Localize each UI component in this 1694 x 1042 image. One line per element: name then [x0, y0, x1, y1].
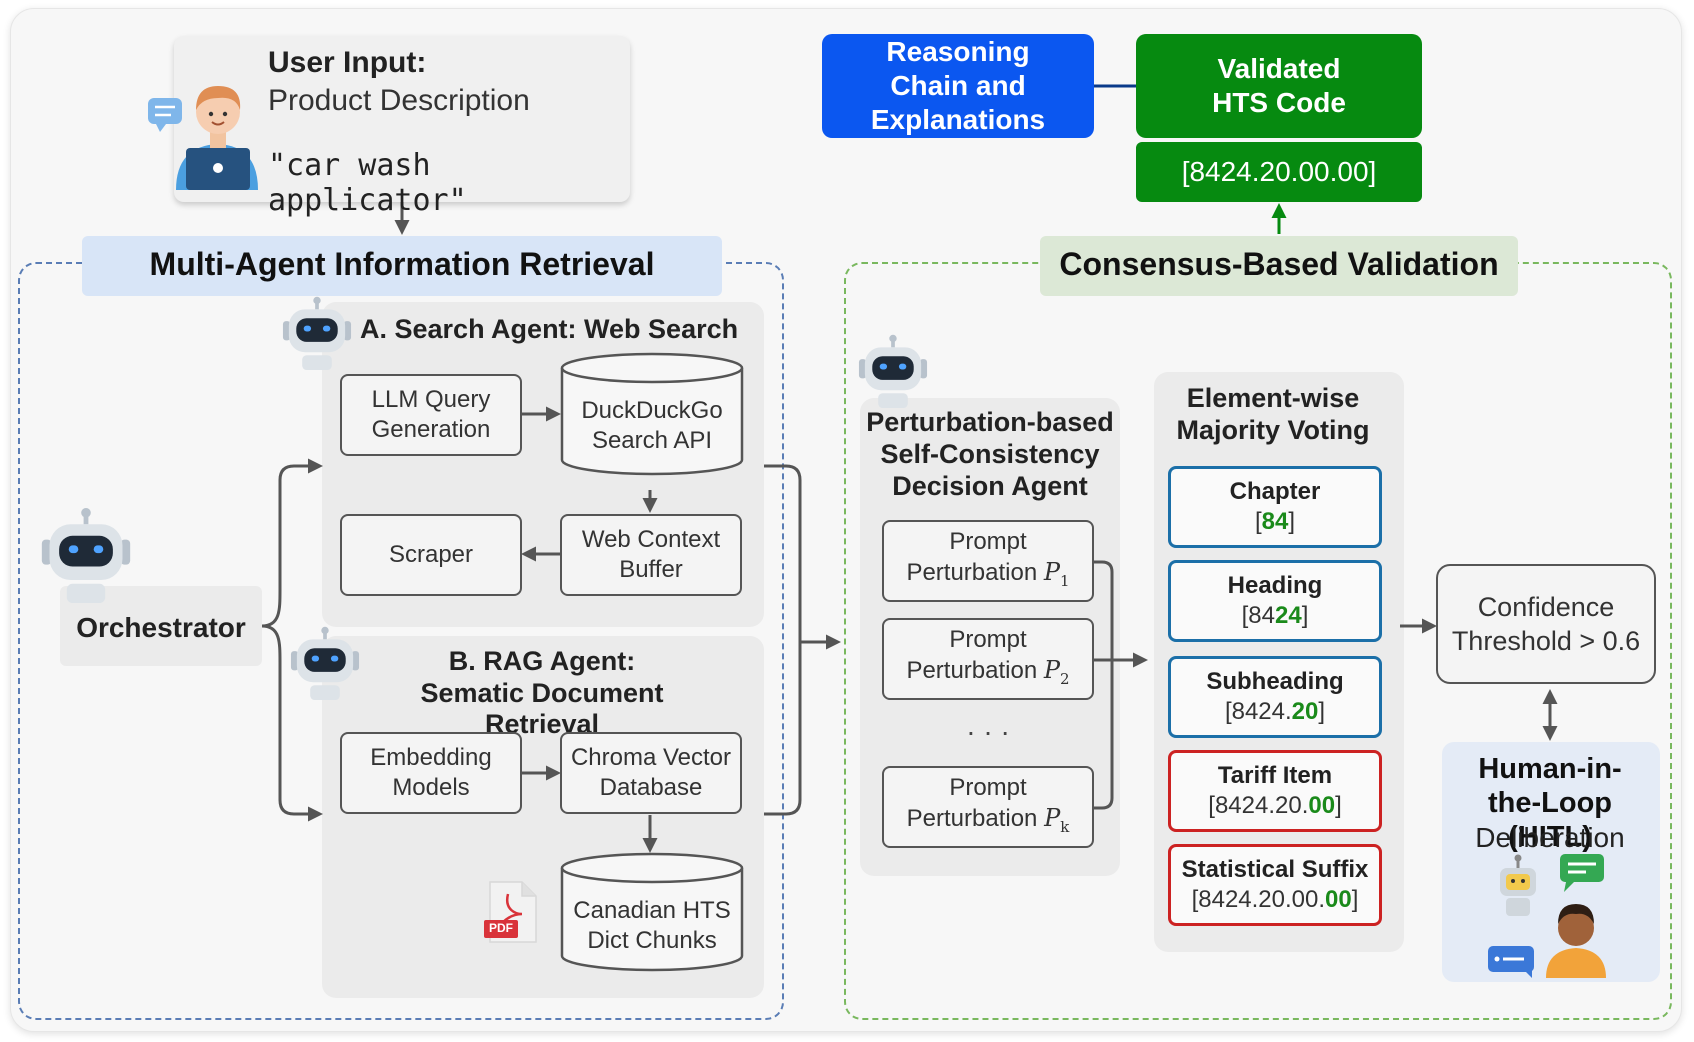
embedding-models-box: Embedding Models — [340, 732, 522, 814]
vote-statistical-suffix-suffix: ] — [1351, 886, 1359, 913]
arrow-retrieval-merge — [764, 464, 838, 816]
perturbation-2-line2: Perturbation — [906, 656, 1038, 684]
vote-tariff-item-plain: 8424.20. — [1214, 792, 1309, 819]
vote-tariff-item: Tariff Item [8424.20.00] — [1168, 750, 1382, 832]
perturbation-k-symbol: P — [1044, 803, 1061, 832]
vote-tariff-item-highlight: 00 — [1308, 792, 1336, 819]
arrow-perturbations-merge — [1092, 560, 1145, 810]
chroma-db-box: Chroma Vector Database — [560, 732, 742, 814]
vote-chapter-name: Chapter — [1229, 478, 1321, 505]
perturbation-k-line1: Prompt — [949, 773, 1027, 801]
vote-chapter-suffix: ] — [1288, 508, 1296, 535]
vote-subheading: Subheading [8424.20] — [1168, 656, 1382, 738]
arrow-orchestrator-to-rag — [261, 624, 323, 822]
scraper-label: Scraper — [388, 541, 474, 568]
vote-heading-suffix: ] — [1301, 602, 1309, 629]
perturbation-1-sub: 1 — [1060, 571, 1070, 590]
hitl-title: Human-in-the-Loop (HITL) — [1478, 753, 1622, 853]
perturbation-2-symbol: P — [1043, 655, 1061, 684]
hts-code-box: [8424.20.00.00] — [1136, 142, 1422, 202]
perturbation-2-line1: Prompt — [949, 625, 1027, 653]
vote-subheading-highlight: 20 — [1291, 698, 1319, 725]
user-input-subtitle: Product Description — [268, 84, 530, 117]
orchestrator-robot-icon — [38, 506, 134, 604]
pdf-icon: PDF — [482, 880, 540, 944]
search-agent-robot-icon — [280, 296, 354, 370]
user-query-text: "car wash applicator" — [268, 148, 467, 218]
vote-heading-highlight: 24 — [1275, 602, 1302, 629]
duckduckgo-label: DuckDuckGo Search API — [581, 397, 723, 454]
vote-subheading-prefix: [ — [1224, 698, 1232, 725]
orchestrator-label: Orchestrator — [76, 612, 246, 643]
perturbation-k-sub: k — [1060, 817, 1070, 836]
perturbation-1-line2: Perturbation — [906, 558, 1038, 586]
vote-tariff-item-suffix: ] — [1335, 792, 1342, 819]
hitl-panel — [1442, 742, 1660, 982]
vote-statistical-suffix-highlight: 00 — [1325, 886, 1352, 913]
vote-chapter-highlight: 84 — [1261, 508, 1289, 535]
vote-subheading-name: Subheading — [1206, 668, 1344, 695]
rag-agent-title-line2: Sematic Document Retrieval — [420, 678, 664, 739]
rag-agent-robot-icon — [288, 626, 362, 700]
decision-agent-robot-icon — [856, 334, 930, 408]
validation-section-title: Consensus-Based Validation — [1059, 246, 1499, 282]
reasoning-chain-box: Reasoning Chain and Explanations — [822, 34, 1094, 138]
arrow-orchestrator-to-search — [261, 458, 323, 628]
pdf-icon-text: PDF — [489, 921, 513, 935]
hts-code-value: [8424.20.00.00] — [1181, 156, 1377, 187]
llm-query-label: LLM Query Generation — [371, 386, 491, 443]
vote-statistical-suffix-plain: 8424.20.00. — [1198, 886, 1326, 913]
llm-query-box: LLM Query Generation — [340, 374, 522, 456]
vote-statistical-suffix-name: Statistical Suffix — [1181, 856, 1369, 883]
perturbation-2-sub: 2 — [1060, 669, 1070, 688]
scraper-box: Scraper — [340, 514, 522, 596]
validated-hts-box: Validated HTS Code — [1136, 34, 1422, 138]
embedding-models-label: Embedding Models — [370, 744, 492, 801]
vote-subheading-suffix: ] — [1318, 698, 1326, 725]
retrieval-title-banner — [82, 236, 722, 296]
voting-title: Element-wise Majority Voting — [1176, 383, 1370, 445]
duckduckgo-cylinder: DuckDuckGo Search API — [560, 352, 744, 478]
vote-tariff-item-prefix: [ — [1208, 792, 1215, 819]
validated-hts-label: Validated HTS Code — [1212, 53, 1346, 118]
vote-statistical-suffix: Statistical Suffix [8424.20.00.00] — [1168, 844, 1382, 926]
reasoning-chain-label: Reasoning Chain and Explanations — [870, 36, 1046, 135]
hitl-subtitle: Deliberation — [1475, 822, 1625, 853]
hts-chunks-label: Canadian HTS Dict Chunks — [573, 897, 731, 954]
decision-agent-title: Perturbation-based Self-Consistency Deci… — [866, 407, 1114, 501]
retrieval-section-title: Multi-Agent Information Retrieval — [149, 246, 655, 282]
vote-heading-prefix: [ — [1241, 602, 1249, 629]
user-input-title: User Input: — [268, 46, 427, 79]
perturbation-1-symbol: P — [1043, 557, 1061, 586]
web-context-buffer-box: Web Context Buffer — [560, 514, 742, 596]
vote-subheading-plain: 8424. — [1231, 698, 1292, 725]
user-avatar-icon — [146, 70, 262, 190]
vote-tariff-item-name: Tariff Item — [1217, 762, 1333, 789]
confidence-threshold-box: Confidence Threshold > 0.6 — [1436, 564, 1656, 684]
perturbation-ellipsis: · · · — [966, 716, 1010, 747]
perturbation-k-line2: Perturbation — [906, 804, 1038, 832]
confidence-threshold-label: Confidence Threshold > 0.6 — [1451, 592, 1641, 656]
perturbation-box-1: Prompt Perturbation P1 — [882, 520, 1094, 602]
web-context-buffer-label: Web Context Buffer — [581, 526, 721, 583]
vote-heading-plain: 84 — [1248, 602, 1275, 629]
vote-chapter: Chapter [84] — [1168, 466, 1382, 548]
vote-statistical-suffix-prefix: [ — [1191, 886, 1199, 913]
rag-agent-title-line1: B. RAG Agent: — [448, 646, 636, 676]
search-agent-title: A. Search Agent: Web Search — [360, 314, 739, 344]
hitl-illustration-icon — [1486, 854, 1614, 978]
chroma-db-label: Chroma Vector Database — [570, 744, 732, 801]
vote-heading: Heading [8424] — [1168, 560, 1382, 642]
perturbation-box-2: Prompt Perturbation P2 — [882, 618, 1094, 700]
vote-chapter-prefix: [ — [1254, 508, 1262, 535]
perturbation-1-line1: Prompt — [949, 527, 1027, 555]
perturbation-box-k: Prompt Perturbation Pk — [882, 766, 1094, 848]
vote-heading-name: Heading — [1227, 572, 1323, 599]
hts-chunks-cylinder: Canadian HTS Dict Chunks — [560, 852, 744, 974]
validation-title-banner — [1040, 236, 1518, 296]
